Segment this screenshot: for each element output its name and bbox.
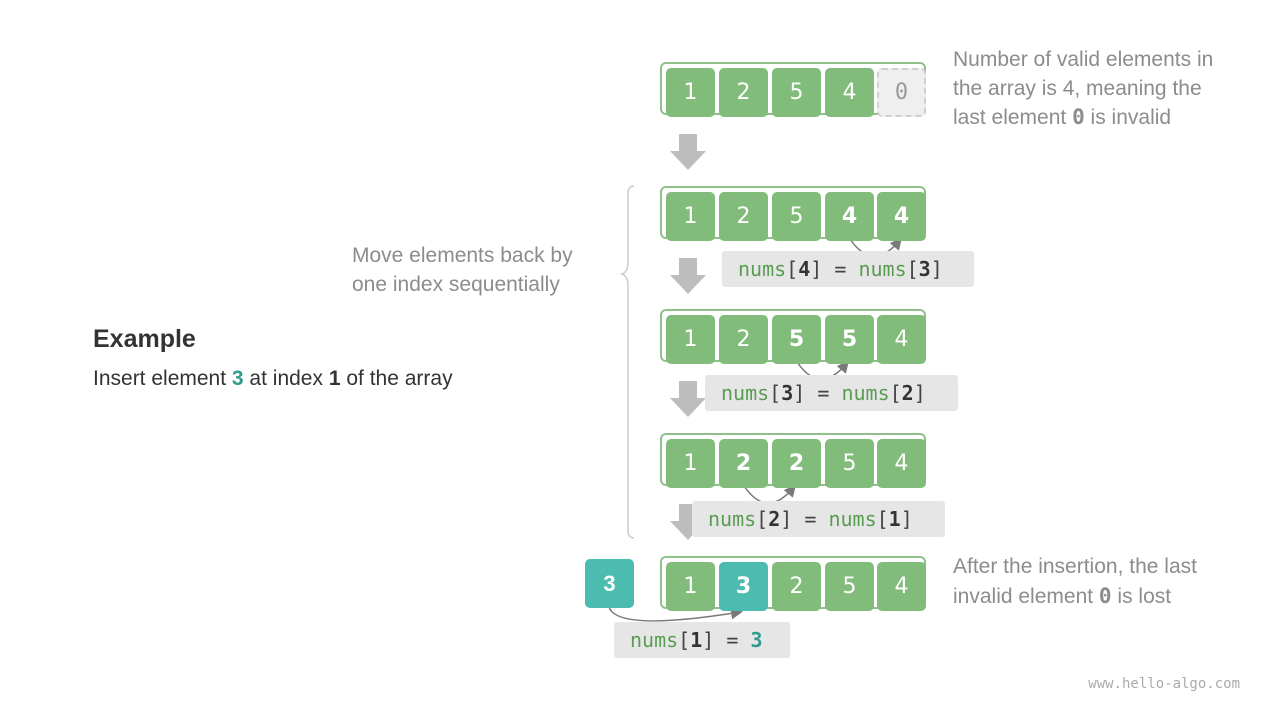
note-top-line1: Number of valid elements in bbox=[953, 48, 1214, 71]
array-step-1: 1 2 5 4 4 bbox=[660, 186, 926, 241]
array-initial: 1 2 5 4 0 bbox=[660, 62, 926, 117]
code-assign: nums[3] = nums[2] bbox=[705, 375, 958, 411]
down-arrow-icon bbox=[670, 381, 706, 417]
subtitle-suffix: of the array bbox=[340, 367, 453, 390]
brace-icon bbox=[619, 185, 635, 539]
code-name: nums bbox=[841, 381, 890, 405]
array-cell: 5 bbox=[772, 68, 821, 117]
array-cell: 2 bbox=[719, 192, 768, 241]
array-cell: 2 bbox=[719, 439, 768, 488]
code-index: 1 bbox=[690, 628, 703, 652]
subtitle-mid: at index bbox=[243, 367, 329, 390]
code-name: nums bbox=[738, 257, 787, 281]
array-cell: 4 bbox=[825, 68, 874, 117]
note-bottom-code: 0 bbox=[1098, 583, 1112, 608]
array-final: 1 3 2 5 4 bbox=[660, 556, 926, 611]
code-op: = bbox=[834, 257, 847, 281]
code-name: nums bbox=[721, 381, 770, 405]
code-index: 3 bbox=[781, 381, 794, 405]
note-top-line3-prefix: last element bbox=[953, 106, 1073, 129]
array-cell: 4 bbox=[877, 439, 926, 488]
code-index: 2 bbox=[768, 507, 781, 531]
code-index: 1 bbox=[888, 507, 901, 531]
note-move-line2: one index sequentially bbox=[352, 272, 560, 296]
code-name: nums bbox=[708, 507, 757, 531]
array-cell: 1 bbox=[666, 192, 715, 241]
code-name: nums bbox=[858, 257, 907, 281]
array-cell: 2 bbox=[719, 68, 768, 117]
code-value: 3 bbox=[750, 628, 763, 652]
subtitle-value: 3 bbox=[231, 367, 244, 390]
down-arrow-icon bbox=[670, 258, 706, 294]
array-cell: 4 bbox=[877, 562, 926, 611]
code-index: 2 bbox=[901, 381, 914, 405]
array-cell: 5 bbox=[772, 315, 821, 364]
array-cell-inserted: 3 bbox=[719, 562, 768, 611]
code-index: 3 bbox=[918, 257, 931, 281]
down-arrow-icon bbox=[670, 134, 706, 170]
note-move: Move elements back by one index sequenti… bbox=[352, 242, 573, 299]
array-cell: 5 bbox=[772, 192, 821, 241]
array-cell: 4 bbox=[825, 192, 874, 241]
array-cell: 5 bbox=[825, 439, 874, 488]
code-op: = bbox=[726, 628, 739, 652]
note-bottom-line2-prefix: invalid element bbox=[953, 584, 1099, 608]
inserted-element: 3 bbox=[585, 559, 634, 608]
code-assign: nums[2] = nums[1] bbox=[692, 501, 945, 537]
note-move-line1: Move elements back by bbox=[352, 244, 573, 267]
code-op: = bbox=[804, 507, 817, 531]
array-cell: 4 bbox=[877, 315, 926, 364]
array-cell: 1 bbox=[666, 68, 715, 117]
array-cell: 4 bbox=[877, 192, 926, 241]
code-assign: nums[1] = 3 bbox=[614, 622, 790, 658]
footer-url: www.hello-algo.com bbox=[1088, 676, 1240, 692]
note-top-line3: last element 0 is invalid bbox=[953, 103, 1213, 133]
code-name: nums bbox=[828, 507, 877, 531]
note-top: Number of valid elements in the array is… bbox=[953, 46, 1213, 133]
array-cell: 5 bbox=[825, 315, 874, 364]
note-top-line2: the array is 4, meaning the bbox=[953, 76, 1202, 100]
array-cell: 2 bbox=[719, 315, 768, 364]
note-top-line3-suffix: is invalid bbox=[1084, 106, 1172, 129]
code-name: nums bbox=[630, 628, 679, 652]
array-cell: 1 bbox=[666, 562, 715, 611]
code-assign: nums[4] = nums[3] bbox=[722, 251, 974, 287]
array-cell: 2 bbox=[772, 562, 821, 611]
code-index: 4 bbox=[798, 257, 811, 281]
example-subtitle: Insert element 3 at index 1 of the array bbox=[93, 367, 453, 391]
array-cell: 2 bbox=[772, 439, 821, 488]
note-bottom-line2: invalid element 0 is lost bbox=[953, 582, 1197, 612]
subtitle-index: 1 bbox=[328, 367, 341, 390]
example-title: Example bbox=[93, 325, 196, 353]
array-cell-invalid: 0 bbox=[877, 68, 926, 117]
note-bottom: After the insertion, the last invalid el… bbox=[953, 553, 1197, 611]
array-step-3: 1 2 2 5 4 bbox=[660, 433, 926, 488]
note-bottom-line2-suffix: is lost bbox=[1111, 584, 1172, 608]
array-cell: 1 bbox=[666, 439, 715, 488]
code-op: = bbox=[817, 381, 830, 405]
note-bottom-line1: After the insertion, the last bbox=[953, 555, 1197, 578]
array-step-2: 1 2 5 5 4 bbox=[660, 309, 926, 364]
note-top-code: 0 bbox=[1072, 105, 1085, 129]
array-cell: 1 bbox=[666, 315, 715, 364]
array-cell: 5 bbox=[825, 562, 874, 611]
subtitle-prefix: Insert element bbox=[93, 367, 232, 390]
